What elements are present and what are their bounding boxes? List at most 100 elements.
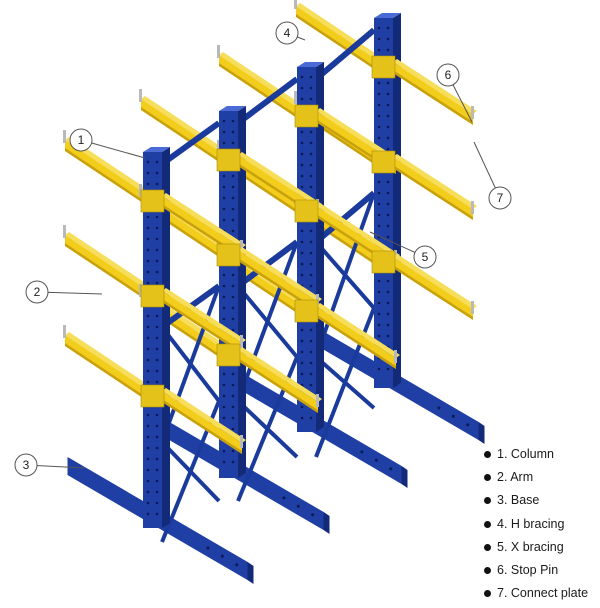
- stop-pin: [394, 350, 397, 363]
- column-hole: [300, 405, 304, 409]
- column-hole: [377, 92, 381, 96]
- column-hole: [231, 328, 235, 332]
- bullet-icon: [484, 590, 491, 598]
- column-hole: [222, 141, 226, 145]
- column-hole: [300, 152, 304, 156]
- column-hole: [155, 215, 159, 219]
- column-hole: [155, 248, 159, 252]
- column-hole: [146, 314, 150, 318]
- column-hole: [155, 479, 159, 483]
- stop-pin: [63, 130, 66, 143]
- legend: 1. Column 2. Arm 3. Base 4. H bracing 5.…: [484, 446, 588, 608]
- column-hole: [300, 240, 304, 244]
- arm-front-top: [238, 247, 322, 302]
- arm-back-shade: [65, 148, 143, 203]
- arm-back-top: [65, 137, 147, 192]
- column-hole: [231, 185, 235, 189]
- arm-front-shade: [162, 299, 242, 354]
- column-hole: [222, 295, 226, 299]
- base-end-cap: [478, 422, 485, 444]
- column-hole: [222, 174, 226, 178]
- column-hole: [386, 48, 390, 52]
- column-hole: [386, 202, 390, 206]
- legend-label: 4. H bracing: [497, 516, 565, 531]
- arm-front-top: [238, 347, 322, 402]
- callout-circle: [69, 128, 93, 152]
- column-hole: [146, 369, 150, 373]
- column-hole: [155, 369, 159, 373]
- base-bolt-hole: [282, 496, 286, 500]
- connect-plate: [140, 284, 165, 308]
- column-hole: [222, 317, 226, 321]
- arm-back-top: [65, 332, 147, 387]
- column-hole: [231, 416, 235, 420]
- column-hole: [377, 48, 381, 52]
- arm-front-shade: [393, 165, 473, 220]
- bullet-icon: [484, 474, 491, 482]
- column-hole: [155, 457, 159, 461]
- column-hole: [386, 301, 390, 305]
- column-hole: [231, 449, 235, 453]
- column-hole: [377, 224, 381, 228]
- column-side: [238, 106, 246, 478]
- legend-label: 3. Base: [497, 493, 540, 508]
- column-hole: [309, 152, 313, 156]
- column-hole: [146, 347, 150, 351]
- column-hole: [377, 301, 381, 305]
- column-hole: [231, 284, 235, 288]
- bullet-icon: [484, 451, 491, 458]
- column-hole: [309, 174, 313, 178]
- arm-back-shade: [65, 243, 143, 298]
- h-bracing: [160, 120, 221, 167]
- base-bolt-hole: [451, 414, 455, 418]
- column-hole: [222, 130, 226, 134]
- stop-pin: [63, 225, 66, 238]
- column-hole: [377, 81, 381, 85]
- base-bolt-hole: [437, 406, 441, 410]
- column-hole: [377, 180, 381, 184]
- bracing-layer: [160, 27, 376, 543]
- arm-back-top: [296, 3, 378, 58]
- column-hole: [300, 174, 304, 178]
- stop-pin: [471, 106, 474, 119]
- column-hole: [231, 141, 235, 145]
- connect-plate: [294, 299, 319, 323]
- arm-front-shade: [393, 70, 473, 125]
- callout-circle: [14, 453, 38, 477]
- column-hole: [377, 312, 381, 316]
- column-hole: [146, 259, 150, 263]
- column-side: [393, 13, 401, 388]
- column-hole: [146, 413, 150, 417]
- column-hole: [146, 479, 150, 483]
- column-hole: [309, 372, 313, 376]
- column-hole: [146, 248, 150, 252]
- column-hole: [309, 141, 313, 145]
- column-hole: [231, 460, 235, 464]
- column-hole: [146, 424, 150, 428]
- column-hole: [309, 75, 313, 79]
- column-top: [374, 13, 401, 18]
- base-bolt-hole: [235, 563, 239, 567]
- column-hole: [377, 334, 381, 338]
- base-bolt-hole: [466, 423, 470, 427]
- column-hole: [300, 229, 304, 233]
- column-hole: [309, 240, 313, 244]
- column-hole: [386, 367, 390, 371]
- x-bracing: [314, 192, 376, 358]
- column-hole: [231, 317, 235, 321]
- column-hole: [231, 427, 235, 431]
- callout-number: 7: [497, 191, 504, 205]
- arm-front-top: [393, 154, 477, 209]
- column-hole: [386, 26, 390, 30]
- column-hole: [300, 339, 304, 343]
- x-bracing: [236, 241, 299, 402]
- arm-back-shade: [296, 14, 374, 69]
- stop-pin: [139, 89, 142, 102]
- column-hole: [386, 92, 390, 96]
- column-hole: [146, 171, 150, 175]
- stop-pin: [240, 335, 243, 348]
- callout-number: 3: [23, 458, 30, 472]
- column-top: [143, 147, 170, 152]
- h-bracing: [314, 27, 376, 82]
- bullet-icon: [484, 497, 491, 505]
